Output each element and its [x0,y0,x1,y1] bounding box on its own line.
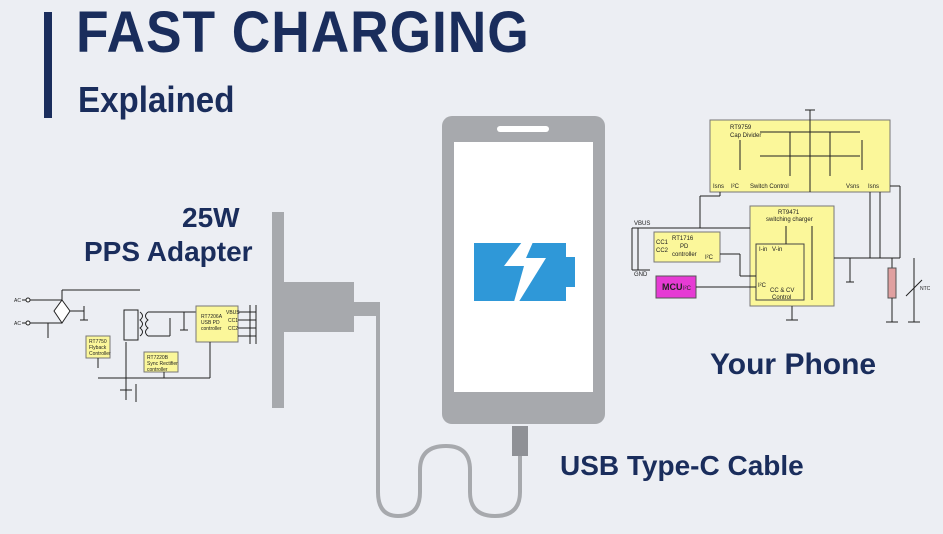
charger-label-0: RT9471 [778,210,800,216]
pd-pin-vbus: VBUS [226,310,240,316]
pd-pin-cc1: CC1 [228,318,238,324]
switch-control-label: Switch Control [750,184,789,190]
flyback-label-0: RT7750 [89,339,107,345]
syncrect-label-2: controller [147,367,168,373]
adapter-schematic-labels: AC AC RT7750 Flyback Controller RT7220B … [14,298,240,373]
pd-ctrl-label-1: PD [680,244,689,250]
ac-bottom-label: AC [14,321,21,327]
mcu-label: MCU [662,282,683,292]
vin-label: V-in [772,247,782,253]
usb-c-plug [512,426,528,456]
wall-adapter [272,212,380,408]
phone-schematic [631,109,923,323]
ntc-label: NTC [920,286,931,292]
page-subtitle: Explained [78,79,235,120]
cccv-label-1: Control [772,295,791,301]
isns-left-label: Isns [713,184,724,190]
title-accent-bar [44,12,52,118]
gnd-label: GND [634,272,648,278]
phone-schematic-labels: RT9759 Cap Divider Isns I²C Switch Contr… [634,125,931,301]
iin-label: I-in [759,247,767,253]
usb-c-cable [376,309,522,519]
pd-label-2: controller [201,326,222,332]
ac-top-label: AC [14,298,21,304]
pd-pin-cc2: CC2 [228,326,238,332]
i2c-mcu-label: I²C [683,286,692,292]
vbus-label: VBUS [634,221,650,227]
flyback-label-1: Flyback [89,345,107,351]
pd-ctrl-label-0: RT1716 [672,236,694,242]
adapter-type-label: PPS Adapter [84,236,253,267]
cc1-label: CC1 [656,240,669,246]
isns-right-label: Isns [868,184,879,190]
i2c-pd-label: I²C [705,255,714,261]
cc2-label: CC2 [656,248,669,254]
adapter-schematic [22,289,257,402]
i2c-ctrl-label: I²C [758,283,767,289]
pd-ctrl-label-2: controller [672,252,697,258]
cccv-label-0: CC & CV [770,288,794,294]
i2c-top-label: I²C [731,184,740,190]
page-title: FAST CHARGING [76,0,530,65]
cable-label: USB Type-C Cable [560,450,804,481]
adapter-power-label: 25W [182,202,240,233]
charger-label-1: switching charger [766,217,813,223]
capdiv-label-0: RT9759 [730,125,752,131]
pd-label-0: RT7206A [201,314,223,320]
phone-label: Your Phone [710,348,877,381]
battery-charging-icon [474,226,575,316]
syncrect-label-0: RT7220B [147,355,169,361]
pd-label-1: USB PD [201,320,220,326]
vsns-label: Vsns [846,184,859,190]
syncrect-label-1: Sync Rectifier [147,361,178,367]
flyback-label-2: Controller [89,351,111,357]
capdiv-label-1: Cap Divider [730,133,761,139]
